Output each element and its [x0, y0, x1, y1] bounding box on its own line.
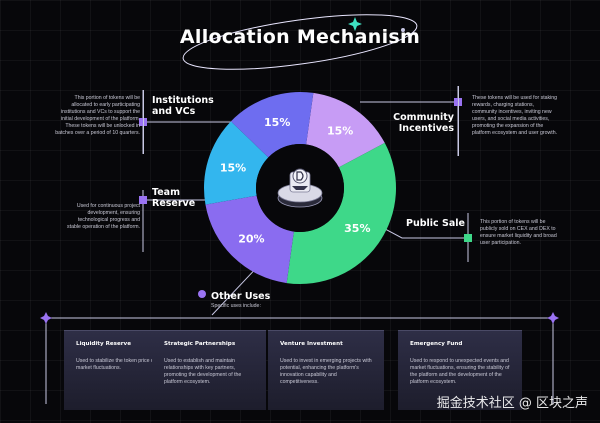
desc-institutions: This portion of tokens will be allocated…: [55, 95, 140, 136]
card-strategic-partnerships: Strategic Partnerships Used to establish…: [152, 330, 266, 410]
label-other-uses: Other Uses: [211, 291, 271, 302]
title-orbit: [182, 14, 418, 70]
donut-label-community-incentives: 15%: [327, 125, 353, 138]
donut-label-institutions-and-vcs: 15%: [264, 116, 290, 129]
desc-box-institutions: [46, 90, 144, 154]
card-emergency-fund: Emergency Fund Used to respond to unexpe…: [398, 330, 522, 410]
card-venture-investment: Venture Investment Used to invest in eme…: [268, 330, 384, 410]
label-institutions: Institutions and VCs: [152, 95, 214, 117]
card-desc: Used to respond to unexpected events and…: [410, 358, 510, 385]
desc-public-sale: This portion of tokens will be publicly …: [480, 219, 557, 246]
donut-slice-institutions-and-vcs: [230, 92, 314, 158]
donut-slice-team-reserve: [204, 121, 269, 205]
card-title: Liquidity Reserve: [76, 341, 131, 347]
label-community: Community Incentives: [393, 112, 454, 134]
node-team: [139, 196, 147, 204]
page-title: Allocation Mechanism: [179, 26, 421, 48]
label-other-uses-sub: Specific uses include:: [211, 303, 261, 309]
token-coin-icon: [277, 168, 323, 208]
donut-slice-other-uses: [205, 195, 294, 284]
node-public-sale: [464, 234, 472, 242]
donut-slice-community-incentives: [306, 92, 385, 168]
card-desc: Used to establish and maintain relations…: [164, 358, 242, 385]
orbit-dot: [401, 28, 405, 32]
label-public-sale: Public Sale: [406, 218, 465, 229]
desc-team: Used for continuous project development,…: [67, 203, 140, 230]
card-desc: Used to invest in emerging projects with…: [280, 358, 372, 385]
donut-slice-public-sale: [286, 142, 396, 284]
card-desc: Used to stabilize the token price during…: [76, 358, 166, 371]
donut-label-team-reserve: 15%: [220, 162, 246, 175]
desc-community: These tokens will be used for staking re…: [472, 95, 558, 136]
bottom-frame: [45, 317, 554, 404]
label-team: Team Reserve: [152, 187, 196, 209]
allocation-donut-chart: 15% 35% 20% 15% 15%: [204, 92, 396, 284]
node-other-uses: [198, 290, 206, 298]
card-title: Emergency Fund: [410, 341, 463, 347]
card-title: Venture Investment: [280, 341, 343, 347]
watermark: 掘金技术社区 @ 区块之声: [436, 396, 588, 411]
title-orbit-ring: [182, 14, 418, 70]
desc-box-community: [458, 86, 584, 156]
card-title: Strategic Partnerships: [164, 341, 236, 347]
sparkle-icon: [348, 17, 362, 31]
donut-label-other-uses: 20%: [238, 232, 264, 245]
donut-label-public-sale: 35%: [344, 222, 370, 235]
node-left-sparkle: [40, 312, 52, 324]
node-right-sparkle: [547, 312, 559, 324]
